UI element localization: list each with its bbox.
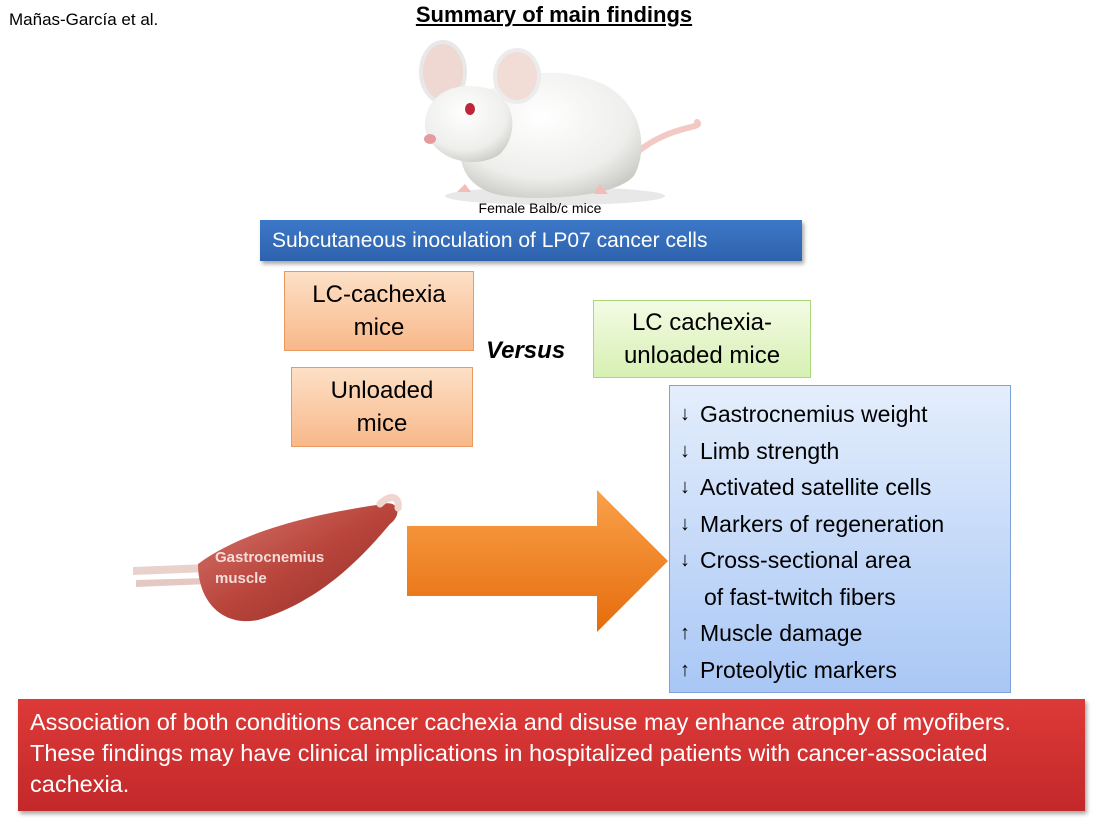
lc-unloaded-line1: LC cachexia- <box>631 309 773 336</box>
arrow-down-icon: ↓ <box>680 439 690 462</box>
arrow-down-icon: ↓ <box>680 403 690 425</box>
finding-item: ↑ Muscle damage <box>680 615 1010 652</box>
lc-cachexia-box: LC-cachexia mice <box>284 271 474 351</box>
findings-list: ↓ Gastrocnemius weight ↓ Limb strength ↓ Acti… <box>680 396 1010 688</box>
arrow-down-icon: ↓ <box>680 512 690 535</box>
finding-text-continuation: of fast-twitch fibers <box>704 583 896 610</box>
versus-label: Versus <box>486 337 566 364</box>
finding-text: Cross-sectional area <box>700 547 911 573</box>
inoculation-banner: Subcutaneous inoculation of LP07 cancer … <box>260 220 802 261</box>
lc-cachexia-line2: mice <box>353 314 405 341</box>
lc-unloaded-line2: unloaded mice <box>623 342 781 369</box>
finding-item: ↓ Gastrocnemius weight <box>680 396 1010 433</box>
lc-cachexia-line1: LC-cachexia <box>312 281 446 308</box>
finding-text: Limb strength <box>700 437 840 464</box>
finding-text: Activated satellite cells <box>700 474 932 500</box>
muscle-label-line2: muscle <box>215 570 267 587</box>
conclusion-banner: Association of both conditions cancer ca… <box>18 699 1085 811</box>
finding-item: ↓ Markers of regeneration <box>680 506 1010 543</box>
unloaded-line2: mice <box>356 410 408 437</box>
gastrocnemius-muscle-illustration <box>133 494 402 622</box>
arrow-up-icon: ↑ <box>680 622 690 644</box>
finding-text: Gastrocnemius weight <box>700 401 928 427</box>
finding-item: ↓ Limb strength <box>680 433 1010 470</box>
unloaded-box: Unloaded mice <box>291 367 473 447</box>
muscle-label: Gastrocnemius muscle <box>215 547 324 589</box>
muscle-label-line1: Gastrocnemius <box>215 549 325 566</box>
finding-item: ↓ Activated satellite cells <box>680 469 1010 506</box>
page-title: Summary of main findings <box>415 2 693 27</box>
author-credit: Mañas-García et al. <box>9 10 159 29</box>
arrow-down-icon: ↓ <box>680 549 690 571</box>
arrow-up-icon: ↑ <box>680 658 690 681</box>
finding-item: ↑ Proteolytic markers <box>680 652 1010 689</box>
right-arrow-icon <box>407 490 668 632</box>
mouse-caption: Female Balb/c mice <box>478 200 602 216</box>
finding-item: ↓ Cross-sectional area <box>680 542 1010 579</box>
lc-cachexia-unloaded-box: LC cachexia- unloaded mice <box>593 300 811 378</box>
finding-text: Muscle damage <box>700 620 863 646</box>
mouse-illustration <box>419 40 702 205</box>
finding-text: Proteolytic markers <box>700 656 897 683</box>
finding-text: Markers of regeneration <box>700 510 945 537</box>
arrow-down-icon: ↓ <box>680 476 690 498</box>
findings-box: ↓ Gastrocnemius weight ↓ Limb strength ↓ Acti… <box>669 385 1011 693</box>
unloaded-line1: Unloaded <box>330 377 434 404</box>
